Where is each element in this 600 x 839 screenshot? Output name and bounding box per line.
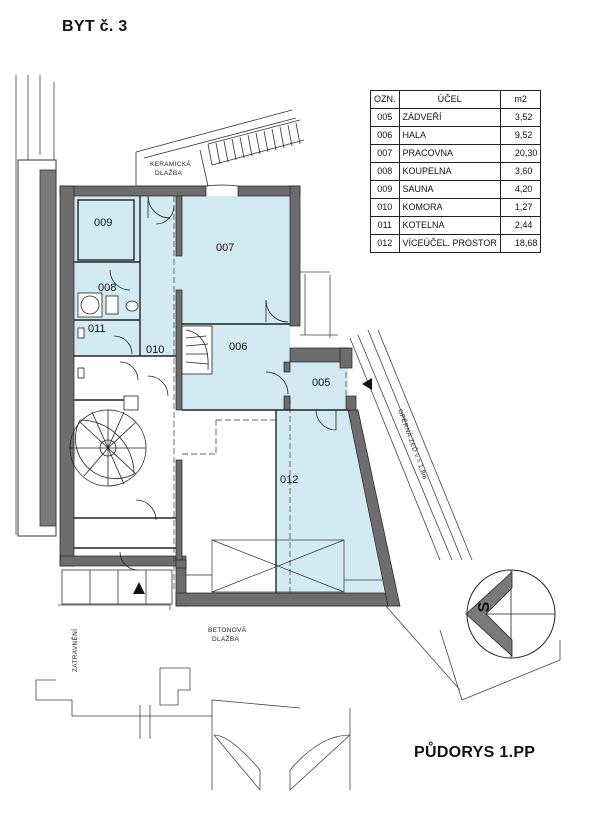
wall-inner-006-left (283, 361, 291, 373)
room-label-007: 007 (216, 242, 234, 254)
outdoor-stairs (135, 109, 305, 187)
label-zatravneni: ZATRAVNĚNÍ (70, 629, 79, 672)
spiral-stair (69, 395, 147, 487)
wall-col-small (175, 559, 187, 569)
room-label-006: 006 (229, 341, 247, 353)
wall-005-right-low (345, 395, 357, 411)
room-label-011: 011 (88, 323, 106, 335)
walls (59, 185, 401, 607)
label-betonova-2: DLAŽBA (212, 634, 239, 643)
bathroom-fixtures (77, 292, 139, 379)
wall-inner-v1 (175, 195, 183, 257)
compass-letter: S (476, 601, 493, 612)
wall-bottom-left (59, 555, 187, 567)
room-label-005: 005 (312, 377, 330, 389)
entry-steps (61, 569, 173, 605)
room-fill-005 (290, 362, 348, 410)
entry-arrow-005 (362, 378, 372, 390)
compass-arrow-icon (465, 571, 513, 657)
cell-name: VÍCEÚČEL. PROSTOR (398, 234, 501, 253)
wall-005-right (339, 347, 353, 369)
label-keramicka-1: KERAMICKÁ (150, 159, 191, 168)
void-cross (186, 539, 382, 593)
room-label-010: 010 (146, 344, 164, 356)
entry-arrow-bottom (133, 582, 145, 594)
room-fills (74, 196, 384, 593)
room-label-008: 008 (98, 282, 116, 294)
wall-right-007 (289, 185, 301, 327)
room-fill-007 (180, 196, 290, 324)
table-header-row: OZN. ÚČEL m2 (370, 90, 542, 109)
wall-inner-v2 (175, 289, 183, 411)
wall-inner-006-right (283, 395, 291, 411)
dashed-lines (173, 196, 347, 593)
room-label-009: 009 (94, 217, 112, 229)
cell-area: 18,68 (499, 234, 542, 253)
small-stair (181, 325, 213, 375)
wall-top-left (59, 185, 207, 197)
interior-walls (74, 196, 348, 593)
wall-left (59, 185, 75, 567)
compass: S (465, 569, 556, 659)
wall-bottom (175, 592, 393, 607)
page-title: BYT č. 3 (62, 18, 128, 35)
room-label-012: 012 (280, 474, 298, 486)
plan-title: PŮDORYS 1.PP (414, 744, 536, 761)
label-keramicka-2: DLAŽBA (155, 168, 182, 177)
wall-inner-v3 (175, 459, 183, 561)
left-pillar-inner (39, 169, 57, 527)
wall-005-top (289, 347, 349, 363)
label-betonova-1: BETONOVÁ (208, 625, 247, 634)
cell-area: 9,52 (499, 126, 542, 145)
cell-code: 012 (370, 234, 400, 253)
